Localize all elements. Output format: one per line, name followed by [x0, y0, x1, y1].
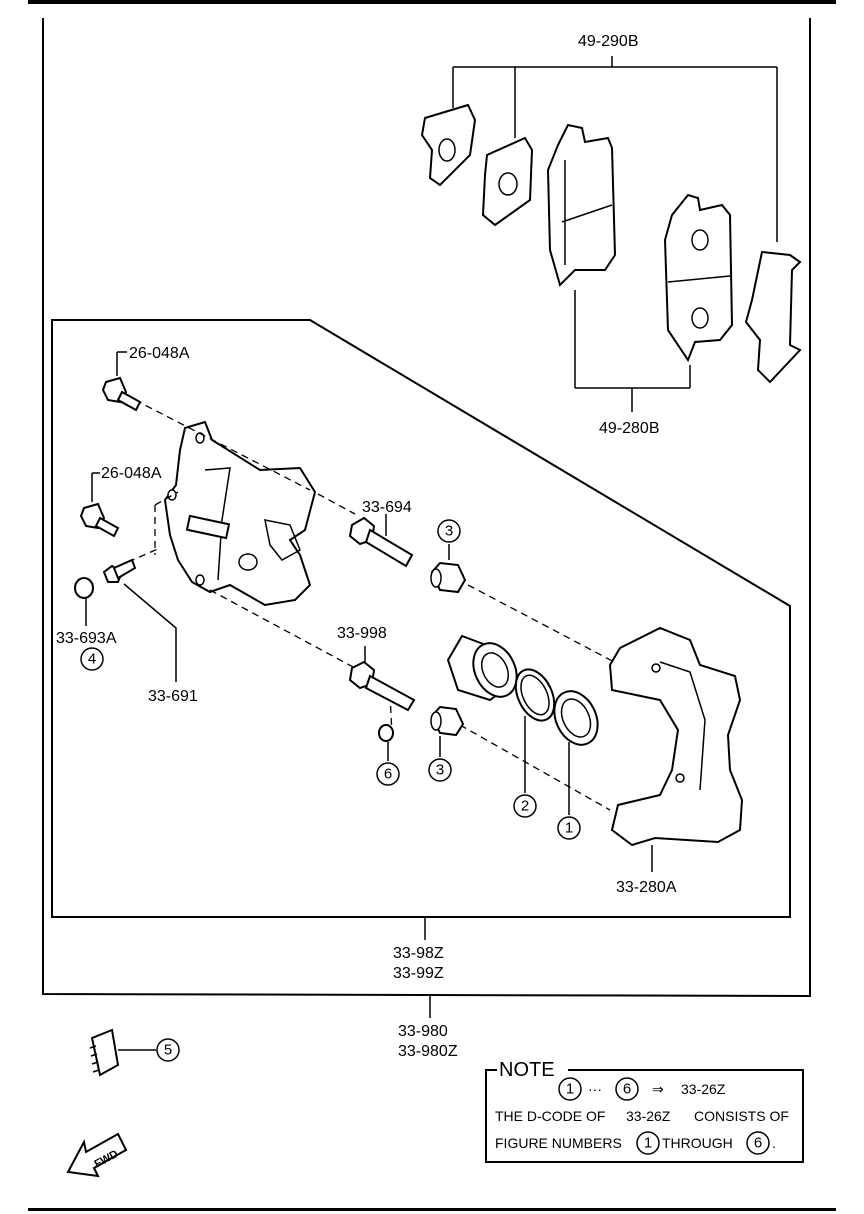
pad-shim-right	[744, 250, 802, 384]
note-line2-post: CONSISTS OF	[694, 1108, 789, 1124]
grease-pack	[89, 1028, 120, 1077]
caliper-bracket	[608, 626, 744, 847]
brake-pad-inner	[663, 193, 734, 363]
svg-text:1: 1	[565, 820, 573, 837]
bleeder-cap	[74, 577, 94, 599]
caliper-body	[163, 420, 317, 607]
note-line3-end: .	[772, 1135, 776, 1151]
bottom-rule	[28, 1208, 836, 1211]
bolt-lower	[79, 502, 120, 538]
fig-5-callout: 5	[156, 1038, 180, 1062]
guide-pin-lower-label: 33-998	[337, 625, 387, 642]
note-range-to: 6	[623, 1081, 631, 1098]
shim-kit-leader	[452, 56, 778, 242]
brake-assembly-label-1: 33-980	[398, 1023, 448, 1040]
bolt-lower-label: 26-048A	[101, 465, 162, 482]
pin-boot-lower	[430, 705, 465, 737]
assembly-axis-lines	[127, 399, 621, 811]
guide-pin-upper-label: 33-694	[362, 499, 412, 516]
caliper-bracket-label: 33-280A	[616, 879, 677, 896]
caliper-assembly-frame	[51, 319, 791, 918]
brake-assembly-label-2: 33-980Z	[398, 1043, 458, 1060]
note-line2-pre: THE D-CODE OF	[495, 1108, 605, 1124]
note-arrow: ⇒	[652, 1081, 664, 1097]
guide-pin-upper	[348, 516, 414, 568]
caliper-assembly-label-2: 33-99Z	[393, 965, 444, 982]
note-range-sep: ···	[588, 1081, 602, 1097]
top-rule	[28, 0, 836, 4]
outer-assembly-frame	[42, 18, 811, 998]
bleeder-screw	[102, 558, 137, 583]
bolt-upper	[101, 376, 142, 412]
note-line2-code: 33-26Z	[626, 1108, 671, 1124]
svg-text:6: 6	[384, 766, 392, 783]
note-box: NOTE 1 ··· 6 ⇒ 33-26Z THE D-CODE OF 33-2…	[485, 1059, 804, 1163]
fig-3-callout-lower: 3	[428, 758, 452, 782]
piston-seal	[514, 668, 556, 722]
pad-set-leader	[574, 290, 691, 412]
guide-pin-lower	[348, 660, 416, 712]
bolt-upper-label: 26-048A	[129, 345, 190, 362]
fig-2-callout: 2	[513, 794, 537, 818]
svg-text:2: 2	[521, 798, 529, 815]
fig-6-callout: 6	[376, 762, 400, 786]
note-title: NOTE	[499, 1059, 555, 1081]
pad-set-label: 49-280B	[599, 420, 660, 437]
note-line3-from: 1	[644, 1135, 652, 1152]
fig-3-callout-upper: 3	[437, 519, 461, 543]
svg-text:3: 3	[436, 762, 444, 779]
note-line3-mid: THROUGH	[662, 1135, 733, 1151]
caliper-piston	[446, 634, 518, 702]
fwd-arrow-icon: FWD	[66, 1132, 128, 1178]
note-line3-to: 6	[754, 1135, 762, 1152]
pad-shim-kit-label: 49-290B	[578, 33, 639, 50]
fig-1-callout: 1	[557, 816, 581, 840]
pad-shim-outer-left	[420, 103, 477, 187]
fig-4-callout: 4	[80, 647, 104, 671]
note-kit-code: 33-26Z	[681, 1081, 726, 1097]
svg-text:4: 4	[88, 651, 96, 668]
caliper-assembly-label-1: 33-98Z	[393, 945, 444, 962]
pin-boot-upper	[430, 561, 467, 594]
svg-text:3: 3	[445, 523, 453, 540]
pad-shim-inner-left	[481, 136, 534, 227]
bleeder-screw-leader	[123, 583, 177, 682]
brake-pad-outer	[546, 123, 617, 287]
svg-text:5: 5	[164, 1042, 172, 1059]
dust-boot	[553, 690, 599, 746]
note-line3-pre: FIGURE NUMBERS	[495, 1135, 622, 1151]
bleeder-screw-label: 33-691	[148, 688, 198, 705]
note-range-from: 1	[566, 1081, 574, 1098]
bleeder-cap-label: 33-693A	[56, 630, 117, 647]
pin-sleeve	[378, 724, 394, 742]
